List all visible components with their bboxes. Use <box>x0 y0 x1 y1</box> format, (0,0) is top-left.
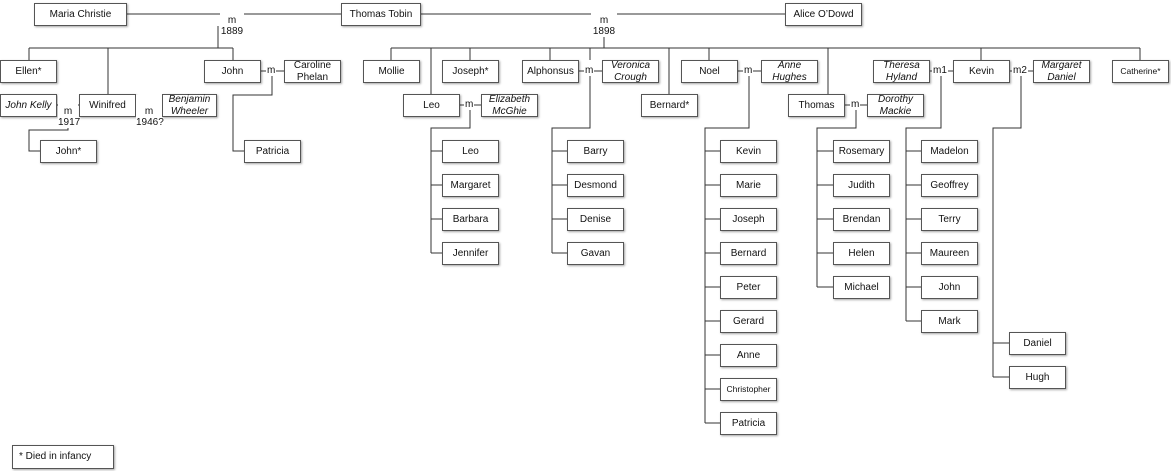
child-box[interactable]: Rosemary <box>833 140 890 163</box>
marriage-year-label: 1889 <box>220 26 244 37</box>
person-noel[interactable]: Noel <box>681 60 738 83</box>
child-box[interactable]: Geoffrey <box>921 174 978 197</box>
person-dorothy-mackie[interactable]: Dorothy Mackie <box>867 94 924 117</box>
marriage-year-label: 1946? <box>136 117 164 128</box>
child-box[interactable]: Barbara <box>442 208 499 231</box>
child-box[interactable]: Terry <box>921 208 978 231</box>
person-caroline-phelan[interactable]: Caroline Phelan <box>284 60 341 83</box>
child-box[interactable]: Margaret <box>442 174 499 197</box>
child-box[interactable]: Daniel <box>1009 332 1066 355</box>
child-box[interactable]: Gavan <box>567 242 624 265</box>
person-ellen[interactable]: Ellen* <box>0 60 57 83</box>
person-alice-odowd[interactable]: Alice O’Dowd <box>785 3 862 26</box>
person-maria-christie[interactable]: Maria Christie <box>34 3 127 26</box>
person-joseph[interactable]: Joseph* <box>442 60 499 83</box>
person-john-kelly[interactable]: John Kelly <box>0 94 57 117</box>
child-box[interactable]: Barry <box>567 140 624 163</box>
person-catherine[interactable]: Catherine* <box>1112 60 1169 83</box>
person-kevin[interactable]: Kevin <box>953 60 1010 83</box>
marriage-m1-label: m1 <box>932 65 948 76</box>
marriage-m-label: m <box>144 106 154 117</box>
child-box[interactable]: Michael <box>833 276 890 299</box>
child-box[interactable]: Judith <box>833 174 890 197</box>
child-box[interactable]: Joseph <box>720 208 777 231</box>
child-box[interactable]: Peter <box>720 276 777 299</box>
child-box[interactable]: Maureen <box>921 242 978 265</box>
marriage-year-label: 1917 <box>58 117 81 128</box>
child-box[interactable]: Gerard <box>720 310 777 333</box>
child-box[interactable]: Bernard <box>720 242 777 265</box>
child-box[interactable]: Patricia <box>720 412 777 435</box>
marriage-m-label: m <box>227 15 237 26</box>
person-benjamin-wheeler[interactable]: Benjamin Wheeler <box>162 94 217 117</box>
marriage-m-label: m <box>63 106 73 117</box>
child-box[interactable]: Madelon <box>921 140 978 163</box>
marriage-m-label: m <box>599 15 609 26</box>
person-leo[interactable]: Leo <box>403 94 460 117</box>
marriage-m-label: m <box>464 99 475 110</box>
person-thomas-tobin[interactable]: Thomas Tobin <box>341 3 421 26</box>
child-box[interactable]: Mark <box>921 310 978 333</box>
child-box[interactable]: Hugh <box>1009 366 1066 389</box>
child-box[interactable]: Brendan <box>833 208 890 231</box>
person-john[interactable]: John <box>204 60 261 83</box>
marriage-m2-label: m2 <box>1012 65 1028 76</box>
child-box[interactable]: Anne <box>720 344 777 367</box>
person-theresa-hyland[interactable]: Theresa Hyland <box>873 60 930 83</box>
person-winifred[interactable]: Winifred <box>79 94 136 117</box>
person-elizabeth-mcghie[interactable]: Elizabeth McGhie <box>481 94 538 117</box>
connector-line <box>905 76 942 321</box>
marriage-year-label: 1898 <box>592 26 616 37</box>
child-box[interactable]: John <box>921 276 978 299</box>
person-veronica-crough[interactable]: Veronica Crough <box>602 60 659 83</box>
child-box[interactable]: Jennifer <box>442 242 499 265</box>
person-thomas[interactable]: Thomas <box>788 94 845 117</box>
marriage-m-label: m <box>266 65 277 76</box>
child-box[interactable]: Helen <box>833 242 890 265</box>
child-box[interactable]: Desmond <box>567 174 624 197</box>
marriage-m-label: m <box>850 99 861 110</box>
child-box[interactable]: Kevin <box>720 140 777 163</box>
connector-line <box>232 76 273 152</box>
person-anne-hughes[interactable]: Anne Hughes <box>761 60 818 83</box>
child-box[interactable]: Marie <box>720 174 777 197</box>
child-box[interactable]: Leo <box>442 140 499 163</box>
person-patricia-phelan[interactable]: Patricia <box>244 140 301 163</box>
person-alphonsus[interactable]: Alphonsus <box>522 60 579 83</box>
person-john-kelly-son[interactable]: John* <box>40 140 97 163</box>
person-margaret-daniel[interactable]: Margaret Daniel <box>1033 60 1090 83</box>
child-box[interactable]: Christopher <box>720 378 777 401</box>
connector-line <box>551 76 591 253</box>
connector-line <box>816 110 857 287</box>
person-bernard[interactable]: Bernard* <box>641 94 698 117</box>
connector-line <box>704 76 750 423</box>
legend-box: * Died in infancy <box>12 445 114 469</box>
person-mollie[interactable]: Mollie <box>363 60 420 83</box>
connector-line <box>430 110 471 253</box>
marriage-m-label: m <box>584 65 595 76</box>
connector-line <box>992 76 1022 377</box>
child-box[interactable]: Denise <box>567 208 624 231</box>
marriage-m-label: m <box>743 65 754 76</box>
